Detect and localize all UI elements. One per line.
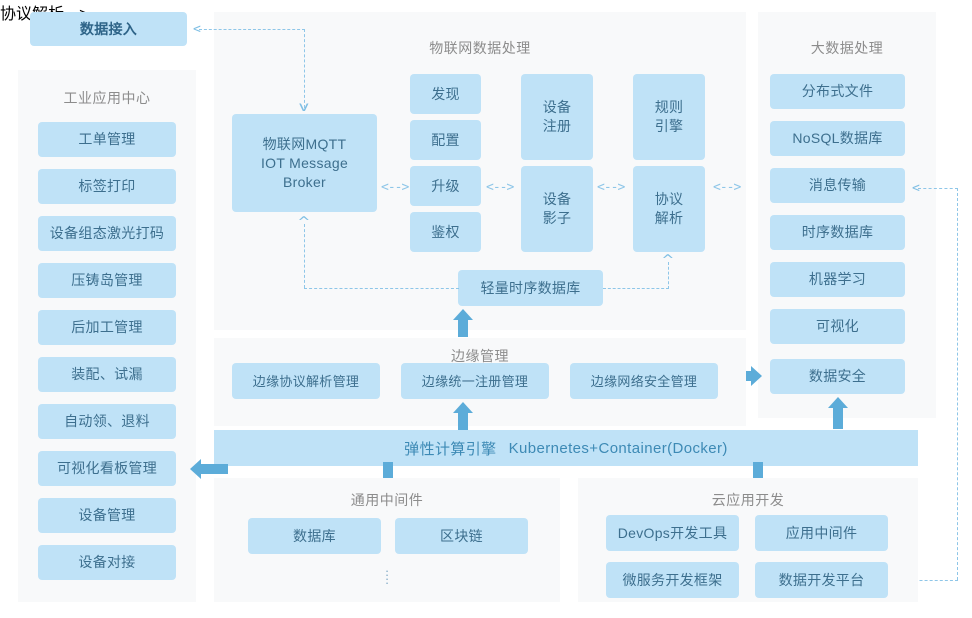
panel-title-big-data-processing: 大数据处理 (810, 40, 884, 56)
app-item-shebei-duijie[interactable]: 设备对接 (38, 545, 176, 580)
broker-line-3: Broker (282, 173, 327, 190)
device-register-line-2: 注册 (542, 118, 572, 134)
device-shadow-line-1: 设备 (542, 191, 572, 207)
app-item-zidong-linglliao[interactable]: 自动领、退料 (38, 404, 176, 439)
iot-node-rule-engine[interactable]: 规则 引擎 (633, 74, 705, 160)
app-item-keshihua-kanban[interactable]: 可视化看板管理 (38, 451, 176, 486)
bidir-device-to-protocol: <--> (597, 180, 625, 195)
broker-line-1: 物联网MQTT (262, 135, 347, 152)
elastic-engine-label-cn: 弹性计算引擎 (404, 440, 497, 458)
app-item-yazhudao[interactable]: 压铸岛管理 (38, 263, 176, 298)
dash-broker-up-vertical (304, 224, 305, 288)
dash-bigdata-right-horizontal (918, 188, 958, 189)
chevron-broker-down: v (298, 100, 310, 115)
panel-title-iot-data-processing: 物联网数据处理 (429, 40, 531, 56)
chevron-protocol-up: ^ (662, 253, 674, 268)
iot-node-shengji[interactable]: 升级 (410, 166, 481, 206)
elastic-compute-engine-bar[interactable]: 弹性计算引擎 Kubernetes+Container(Docker) (214, 430, 918, 466)
middleware-item-database[interactable]: 数据库 (248, 518, 381, 554)
rule-engine-line-1: 规则 (654, 99, 684, 115)
panel-title-cloud-app-dev: 云应用开发 (711, 492, 785, 508)
chevron-bigdata-left: < (912, 181, 920, 196)
cloud-item-data-platform[interactable]: 数据开发平台 (755, 562, 888, 598)
bidir-broker-to-small: <--> (381, 180, 409, 195)
app-item-shebei-guanli[interactable]: 设备管理 (38, 498, 176, 533)
cloud-item-devops[interactable]: DevOps开发工具 (606, 515, 739, 551)
panel-title-common-middleware: 通用中间件 (350, 492, 424, 508)
bigdata-item-jiqi-xuexi[interactable]: 机器学习 (770, 262, 905, 297)
app-item-gongdan[interactable]: 工单管理 (38, 122, 176, 157)
dash-right-rail-vertical (957, 188, 958, 580)
dash-protocol-up-vertical (668, 262, 669, 289)
dash-tsdb-left-horizontal (304, 288, 459, 289)
chevron-ingest-left: < (193, 22, 201, 37)
app-item-houjiagong[interactable]: 后加工管理 (38, 310, 176, 345)
arrow-up-engine-to-edge (453, 402, 473, 432)
arrow-up-edge-to-tsdb (453, 309, 473, 337)
device-shadow-line-2: 影子 (542, 210, 572, 226)
elastic-engine-label-en: Kubernetes+Container(Docker) (508, 439, 728, 457)
edge-item-register[interactable]: 边缘统一注册管理 (401, 363, 549, 399)
data-ingest-box[interactable]: 数据接入 (30, 12, 187, 46)
bidir-small-to-device: <--> (486, 180, 514, 195)
protocol-parse-line-2: 解析 (654, 210, 684, 226)
app-item-zhuangpei[interactable]: 装配、试漏 (38, 357, 176, 392)
bigdata-item-shuju-anquan[interactable]: 数据安全 (770, 359, 905, 394)
iot-node-peizhi[interactable]: 配置 (410, 120, 481, 160)
arrow-up-engine-to-bigdata (828, 397, 848, 429)
rule-engine-line-2: 引擎 (654, 118, 684, 134)
arrow-left-engine-to-app-center (190, 459, 228, 479)
dash-cloud-right-horizontal (884, 580, 958, 581)
bidir-protocol-to-bigdata: <--> (713, 180, 741, 195)
app-item-shebei-zutai[interactable]: 设备组态激光打码 (38, 216, 176, 251)
panel-title-edge-management: 边缘管理 (451, 348, 509, 364)
dash-ingest-horizontal (199, 29, 305, 30)
bigdata-item-xiaoxi[interactable]: 消息传输 (770, 168, 905, 203)
device-register-line-1: 设备 (542, 99, 572, 115)
broker-line-2: IOT Message (260, 154, 349, 171)
cloud-item-app-middleware[interactable]: 应用中间件 (755, 515, 888, 551)
iot-node-faxian[interactable]: 发现 (410, 74, 481, 114)
app-item-biaoqian[interactable]: 标签打印 (38, 169, 176, 204)
panel-title-industrial-app-center: 工业应用中心 (63, 90, 151, 106)
middleware-ellipsis: .... (385, 560, 389, 587)
iot-node-jianquan[interactable]: 鉴权 (410, 212, 481, 252)
bigdata-item-keshihua[interactable]: 可视化 (770, 309, 905, 344)
bigdata-item-nosql[interactable]: NoSQL数据库 (770, 121, 905, 156)
iot-node-device-shadow[interactable]: 设备 影子 (521, 166, 593, 252)
cloud-item-microservice[interactable]: 微服务开发框架 (606, 562, 739, 598)
edge-item-protocol[interactable]: 边缘协议解析管理 (232, 363, 380, 399)
protocol-parse-line-1: 协议 (654, 191, 684, 207)
bigdata-item-fenbushi[interactable]: 分布式文件 (770, 74, 905, 109)
dash-tsdb-right-horizontal (603, 288, 669, 289)
iot-node-lightweight-tsdb[interactable]: 轻量时序数据库 (458, 270, 603, 306)
edge-item-security[interactable]: 边缘网络安全管理 (570, 363, 718, 399)
bigdata-item-shixu[interactable]: 时序数据库 (770, 215, 905, 250)
iot-mqtt-broker-box[interactable]: 物联网MQTT IOT Message Broker (232, 114, 377, 212)
dash-ingest-vertical (304, 29, 305, 108)
iot-node-protocol-parse[interactable]: 协议 解析 (633, 166, 705, 252)
middleware-item-blockchain[interactable]: 区块链 (395, 518, 528, 554)
chevron-broker-up: ^ (298, 215, 310, 230)
iot-node-device-register[interactable]: 设备 注册 (521, 74, 593, 160)
